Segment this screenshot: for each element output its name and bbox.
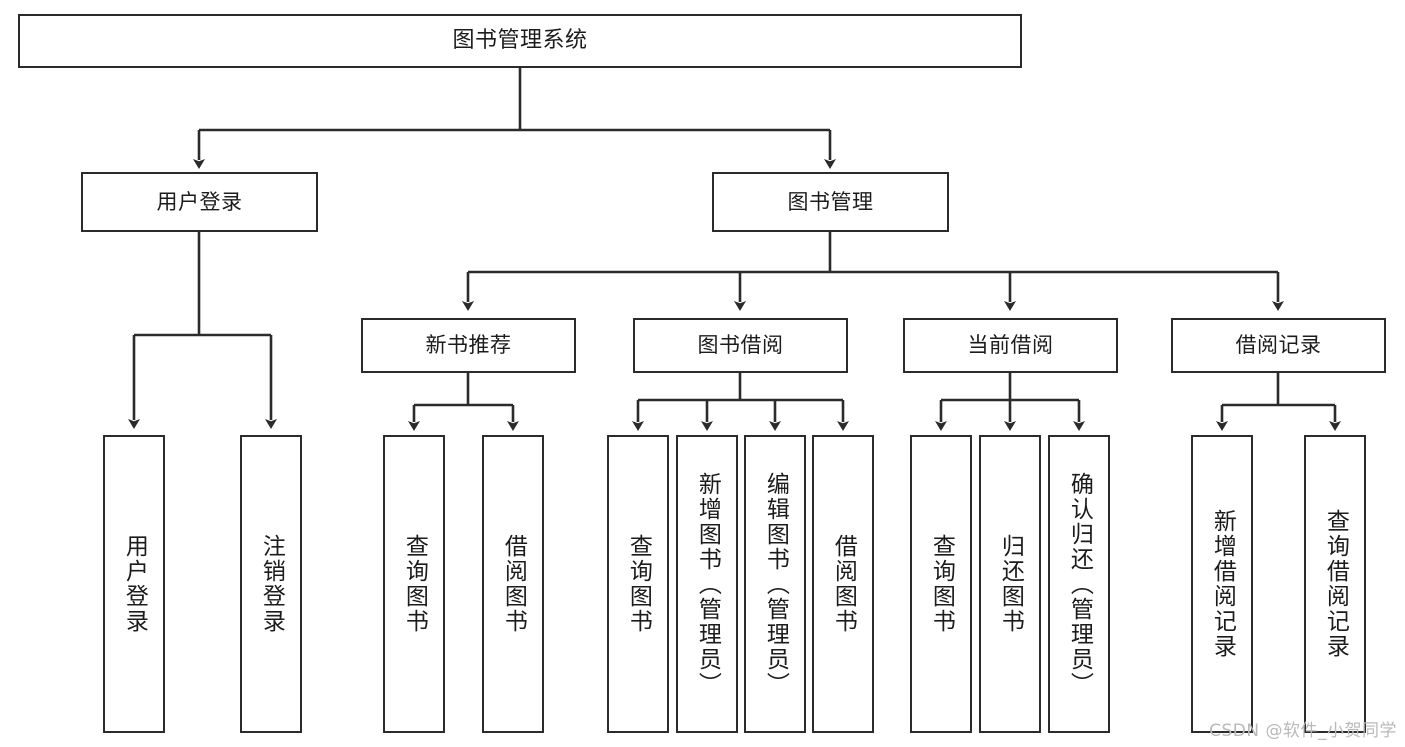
node-label: 图书借阅 [697,333,784,358]
node-book-borrow[interactable]: 图书借阅 [633,318,848,373]
leaf-current-borrow-confirm-return-admin[interactable]: 确认归还（管理员） [1048,435,1110,733]
leaf-current-borrow-return-book[interactable]: 归还图书 [979,435,1041,733]
node-label: 图书管理系统 [452,28,588,54]
node-label: 注销登录 [258,534,285,634]
node-label: 查询借阅记录 [1322,509,1349,659]
node-label: 归还图书 [997,534,1024,634]
node-label: 确认归还（管理员） [1066,471,1093,697]
node-current-borrow[interactable]: 当前借阅 [903,318,1118,373]
node-label: 新增图书（管理员） [694,471,721,697]
node-label: 借阅图书 [500,534,527,634]
leaf-book-borrow-borrow-book[interactable]: 借阅图书 [812,435,874,733]
node-label: 当前借阅 [967,333,1054,358]
node-book-management[interactable]: 图书管理 [712,172,949,232]
node-label: 新增借阅记录 [1209,509,1236,659]
leaf-book-borrow-add-book-admin[interactable]: 新增图书（管理员） [676,435,738,733]
leaf-new-book-borrow-book[interactable]: 借阅图书 [482,435,544,733]
leaf-borrow-record-query-record[interactable]: 查询借阅记录 [1304,435,1366,733]
node-label: 新书推荐 [425,333,512,358]
node-label: 编辑图书（管理员） [762,471,789,697]
leaf-book-borrow-query-book[interactable]: 查询图书 [607,435,669,733]
leaf-borrow-record-add-record[interactable]: 新增借阅记录 [1191,435,1253,733]
node-label: 图书管理 [787,189,874,214]
node-label: 查询图书 [928,534,955,634]
node-borrow-record[interactable]: 借阅记录 [1171,318,1386,373]
leaf-user-login-login[interactable]: 用户登录 [103,435,165,733]
node-label: 查询图书 [625,534,652,634]
leaf-book-borrow-edit-book-admin[interactable]: 编辑图书（管理员） [744,435,806,733]
node-user-login[interactable]: 用户登录 [81,172,318,232]
node-root-library-system[interactable]: 图书管理系统 [18,14,1022,68]
leaf-new-book-query-book[interactable]: 查询图书 [383,435,445,733]
leaf-user-login-logout[interactable]: 注销登录 [240,435,302,733]
node-label: 用户登录 [121,534,148,634]
leaf-current-borrow-query-book[interactable]: 查询图书 [910,435,972,733]
watermark-text: CSDN @软件_小贺同学 [1209,721,1397,741]
node-label: 借阅图书 [830,534,857,634]
node-new-book-recommend[interactable]: 新书推荐 [361,318,576,373]
node-label: 用户登录 [156,189,243,214]
node-label: 查询图书 [401,534,428,634]
node-label: 借阅记录 [1235,333,1322,358]
